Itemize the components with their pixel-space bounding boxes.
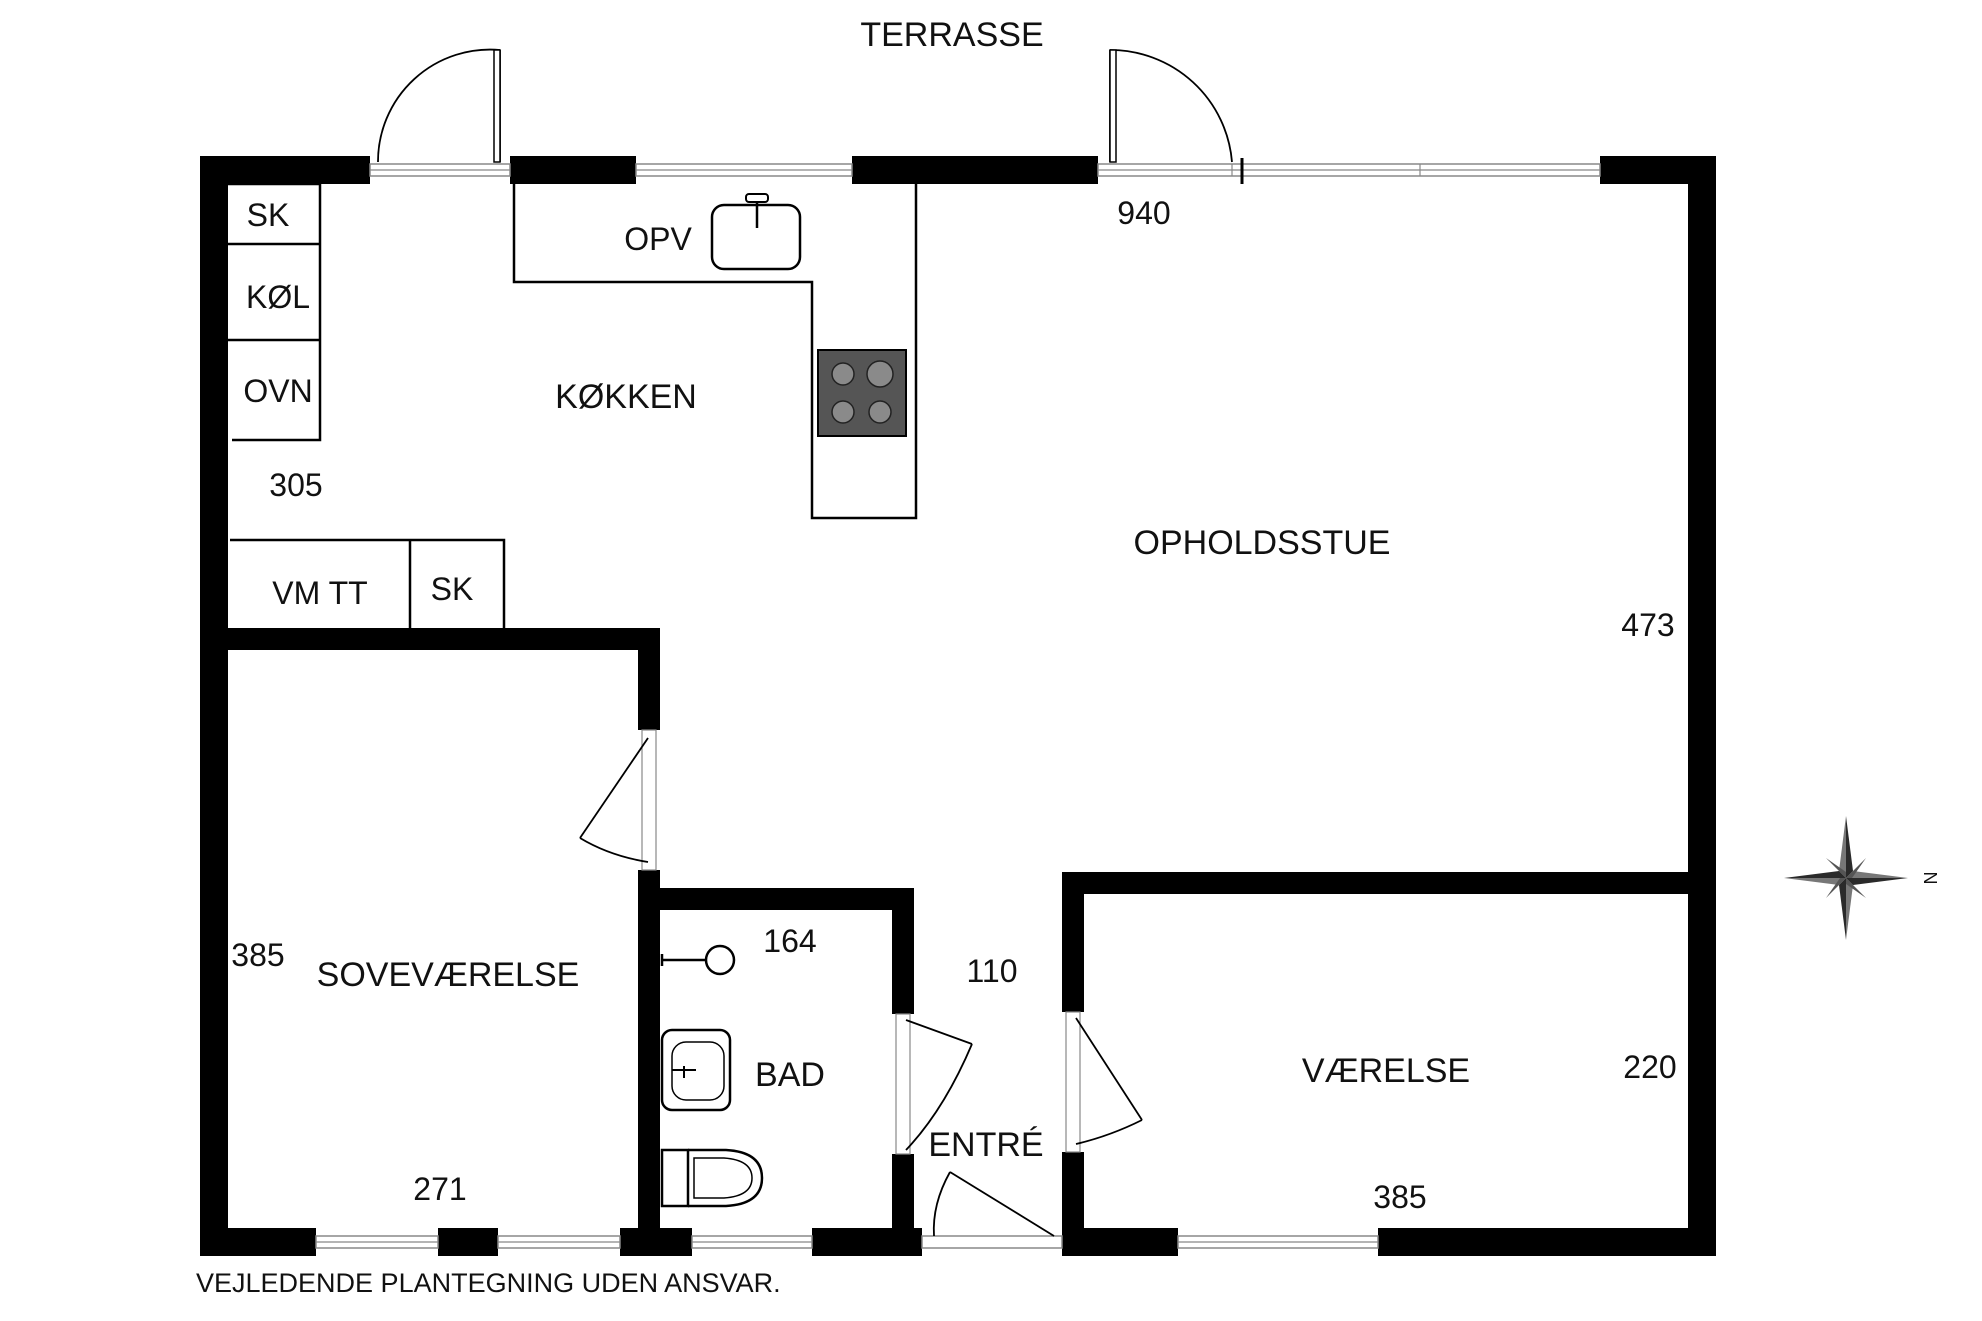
wall-left	[200, 156, 228, 1256]
fixture-label-washer-dryer: VM TT	[272, 575, 367, 611]
door-room-leaf	[1075, 1017, 1143, 1121]
room-label-room: VÆRELSE	[1302, 1052, 1470, 1090]
wall-room-left-upper	[1062, 872, 1084, 1012]
door-bath-swing	[905, 1043, 973, 1151]
dimension-kitchen-depth: 305	[269, 467, 322, 503]
compass-rose-icon: N	[1784, 816, 1940, 940]
washbasin-icon	[660, 1028, 732, 1112]
door-entry-leaf	[949, 1171, 1055, 1237]
fixture-label-dishwasher: OPV	[624, 221, 692, 257]
door-bedroom-leaf	[579, 737, 649, 839]
entry-threshold	[921, 1235, 1063, 1249]
wall-bottom-6	[1378, 1228, 1716, 1256]
room-label-bedroom: SOVEVÆRELSE	[317, 956, 580, 994]
wall-bottom-2	[438, 1228, 498, 1256]
door-entry-swing	[932, 1171, 951, 1237]
wall-right	[1688, 156, 1716, 1256]
toilet-icon	[688, 1148, 764, 1208]
kitchen-fixtures	[228, 182, 918, 628]
room-label-living: OPHOLDSSTUE	[1134, 524, 1391, 562]
wall-bottom-1	[200, 1228, 316, 1256]
stove-icon	[817, 349, 907, 437]
doors	[377, 48, 1233, 1237]
wall-room-top	[1062, 872, 1716, 894]
wall-top-3	[852, 156, 1098, 184]
utility-counter	[230, 538, 506, 628]
disclaimer-note: VEJLEDENDE PLANTEGNING UDEN ANSVAR.	[196, 1268, 781, 1298]
room-label-kitchen: KØKKEN	[555, 378, 697, 416]
wall-bedroom-right-lower	[638, 870, 660, 1256]
fixture-label-fridge: KØL	[246, 279, 310, 315]
wall-bath-right-lower	[892, 1154, 914, 1256]
bath-fixtures	[660, 944, 764, 1208]
wall-top-1	[200, 156, 370, 184]
toilet-tank	[660, 1148, 690, 1208]
dimension-entry-width: 110	[966, 953, 1017, 989]
windows	[315, 158, 1601, 1249]
dimension-bedroom-depth: 385	[231, 937, 284, 973]
dimension-room-depth: 220	[1623, 1049, 1676, 1085]
wall-bath-right-upper	[892, 888, 914, 1014]
terrace-label: TERRASSE	[860, 16, 1043, 54]
dimension-total-width: 940	[1117, 195, 1170, 231]
wall-top-2	[510, 156, 636, 184]
compass-north-label: N	[1920, 872, 1940, 885]
door-terrace-left-swing	[377, 48, 501, 163]
dimension-room-width: 385	[1373, 1179, 1426, 1215]
wall-bedroom-right-upper	[638, 628, 660, 730]
wall-room-left-lower	[1062, 1152, 1084, 1256]
kitchen-counter	[512, 184, 918, 520]
walls	[200, 156, 1716, 1256]
dimension-living-depth: 473	[1621, 607, 1674, 643]
dimension-bath-width: 164	[763, 923, 816, 959]
room-label-bath: BAD	[755, 1056, 825, 1094]
shower-icon	[704, 944, 736, 976]
fixture-label-cabinet-bottom: SK	[431, 571, 474, 607]
door-bedroom-swing	[579, 837, 649, 863]
dimension-bedroom-width: 271	[413, 1171, 466, 1207]
wall-bedroom-top	[200, 628, 660, 650]
door-bath-leaf	[905, 1019, 973, 1045]
fixture-label-cabinet-top: SK	[247, 197, 290, 233]
kitchen-left-counter	[228, 182, 322, 442]
labels: TERRASSE KØKKEN OPHOLDSSTUE SOVEVÆRELSE …	[196, 16, 1677, 1298]
wall-bath-top	[638, 888, 914, 910]
door-room-swing	[1075, 1119, 1143, 1145]
room-label-entry: ENTRÉ	[928, 1126, 1043, 1164]
fixture-label-oven: OVN	[243, 373, 312, 409]
door-terrace-right-swing	[1109, 49, 1233, 163]
